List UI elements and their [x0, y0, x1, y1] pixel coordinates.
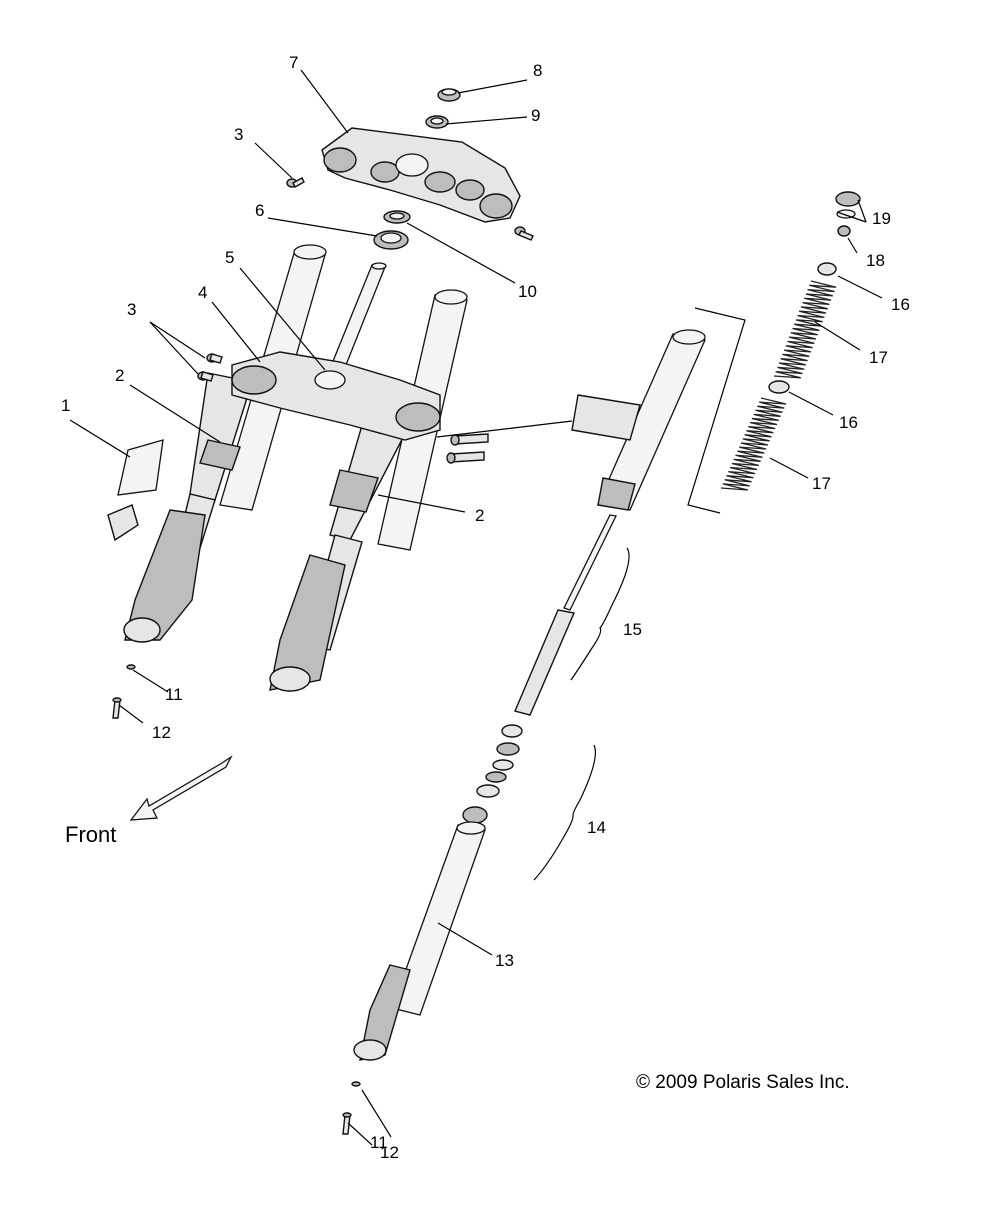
copyright-text: © 2009 Polaris Sales Inc.	[636, 1072, 850, 1093]
spacer-upper	[817, 262, 837, 276]
bearing	[373, 230, 409, 250]
clamp-bolt-upper-right	[514, 226, 534, 241]
callout-labels: 1 2 2 3 3 4 5 6 7 8 9 10 11 11 12 12 13 …	[61, 53, 910, 1162]
washer	[425, 115, 449, 129]
callout-17: 17	[869, 348, 888, 367]
lower-fork-slider	[353, 821, 486, 1061]
spring-lower	[720, 397, 787, 491]
fork-cap	[835, 191, 861, 219]
axle-pinch-screw-right	[351, 1081, 361, 1087]
callout-16: 16	[839, 413, 858, 432]
callout-12: 12	[152, 723, 171, 742]
damper-rod	[514, 514, 617, 716]
callout-7: 7	[289, 53, 298, 72]
callout-14: 14	[587, 818, 606, 837]
clamp-bolt-upper	[286, 177, 305, 188]
callout-6: 6	[255, 201, 264, 220]
callout-2: 2	[475, 506, 484, 525]
callout-1: 1	[61, 396, 70, 415]
callout-15: 15	[623, 620, 642, 639]
callout-12: 12	[380, 1143, 399, 1162]
front-arrow-icon	[129, 755, 233, 821]
cartridge-bushings	[462, 724, 523, 824]
fork-tube-exploded	[571, 329, 706, 511]
bracket-14	[533, 744, 596, 881]
callout-3: 3	[127, 300, 136, 319]
callout-4: 4	[198, 283, 207, 302]
callout-10: 10	[518, 282, 537, 301]
leader-lines	[69, 69, 883, 1146]
nut	[837, 225, 851, 237]
clamp-bolt-left-1	[206, 353, 223, 364]
bracket-15	[570, 547, 630, 681]
axle-pinch-bolt-left	[112, 697, 122, 719]
fork-tube-right	[269, 289, 468, 692]
callout-16: 16	[891, 295, 910, 314]
seal	[383, 210, 411, 224]
callout-17: 17	[812, 474, 831, 493]
upper-triple-clamp	[321, 127, 521, 223]
spring-upper	[773, 280, 837, 379]
lower-triple-clamp	[231, 351, 441, 441]
callout-2: 2	[115, 366, 124, 385]
callout-8: 8	[533, 61, 542, 80]
cap-nut	[437, 88, 461, 102]
axle-pinch-screw-left	[126, 664, 136, 670]
axle-pinch-bolt-right	[342, 1112, 352, 1135]
fork-guard	[107, 439, 164, 542]
callout-3: 3	[234, 125, 243, 144]
callout-18: 18	[866, 251, 885, 270]
callout-11: 11	[370, 1133, 388, 1152]
callout-19: 19	[872, 209, 891, 228]
clamp-bolt-left-2	[197, 371, 214, 382]
callout-13: 13	[495, 951, 514, 970]
callout-5: 5	[225, 248, 234, 267]
clamp-bolt-mid-1	[450, 433, 489, 446]
spacer-lower	[768, 380, 790, 394]
front-label: Front	[65, 822, 116, 847]
callout-11: 11	[165, 685, 183, 704]
callout-9: 9	[531, 106, 540, 125]
spring-group-bracket	[687, 307, 746, 514]
clamp-bolt-mid-2	[446, 451, 485, 464]
